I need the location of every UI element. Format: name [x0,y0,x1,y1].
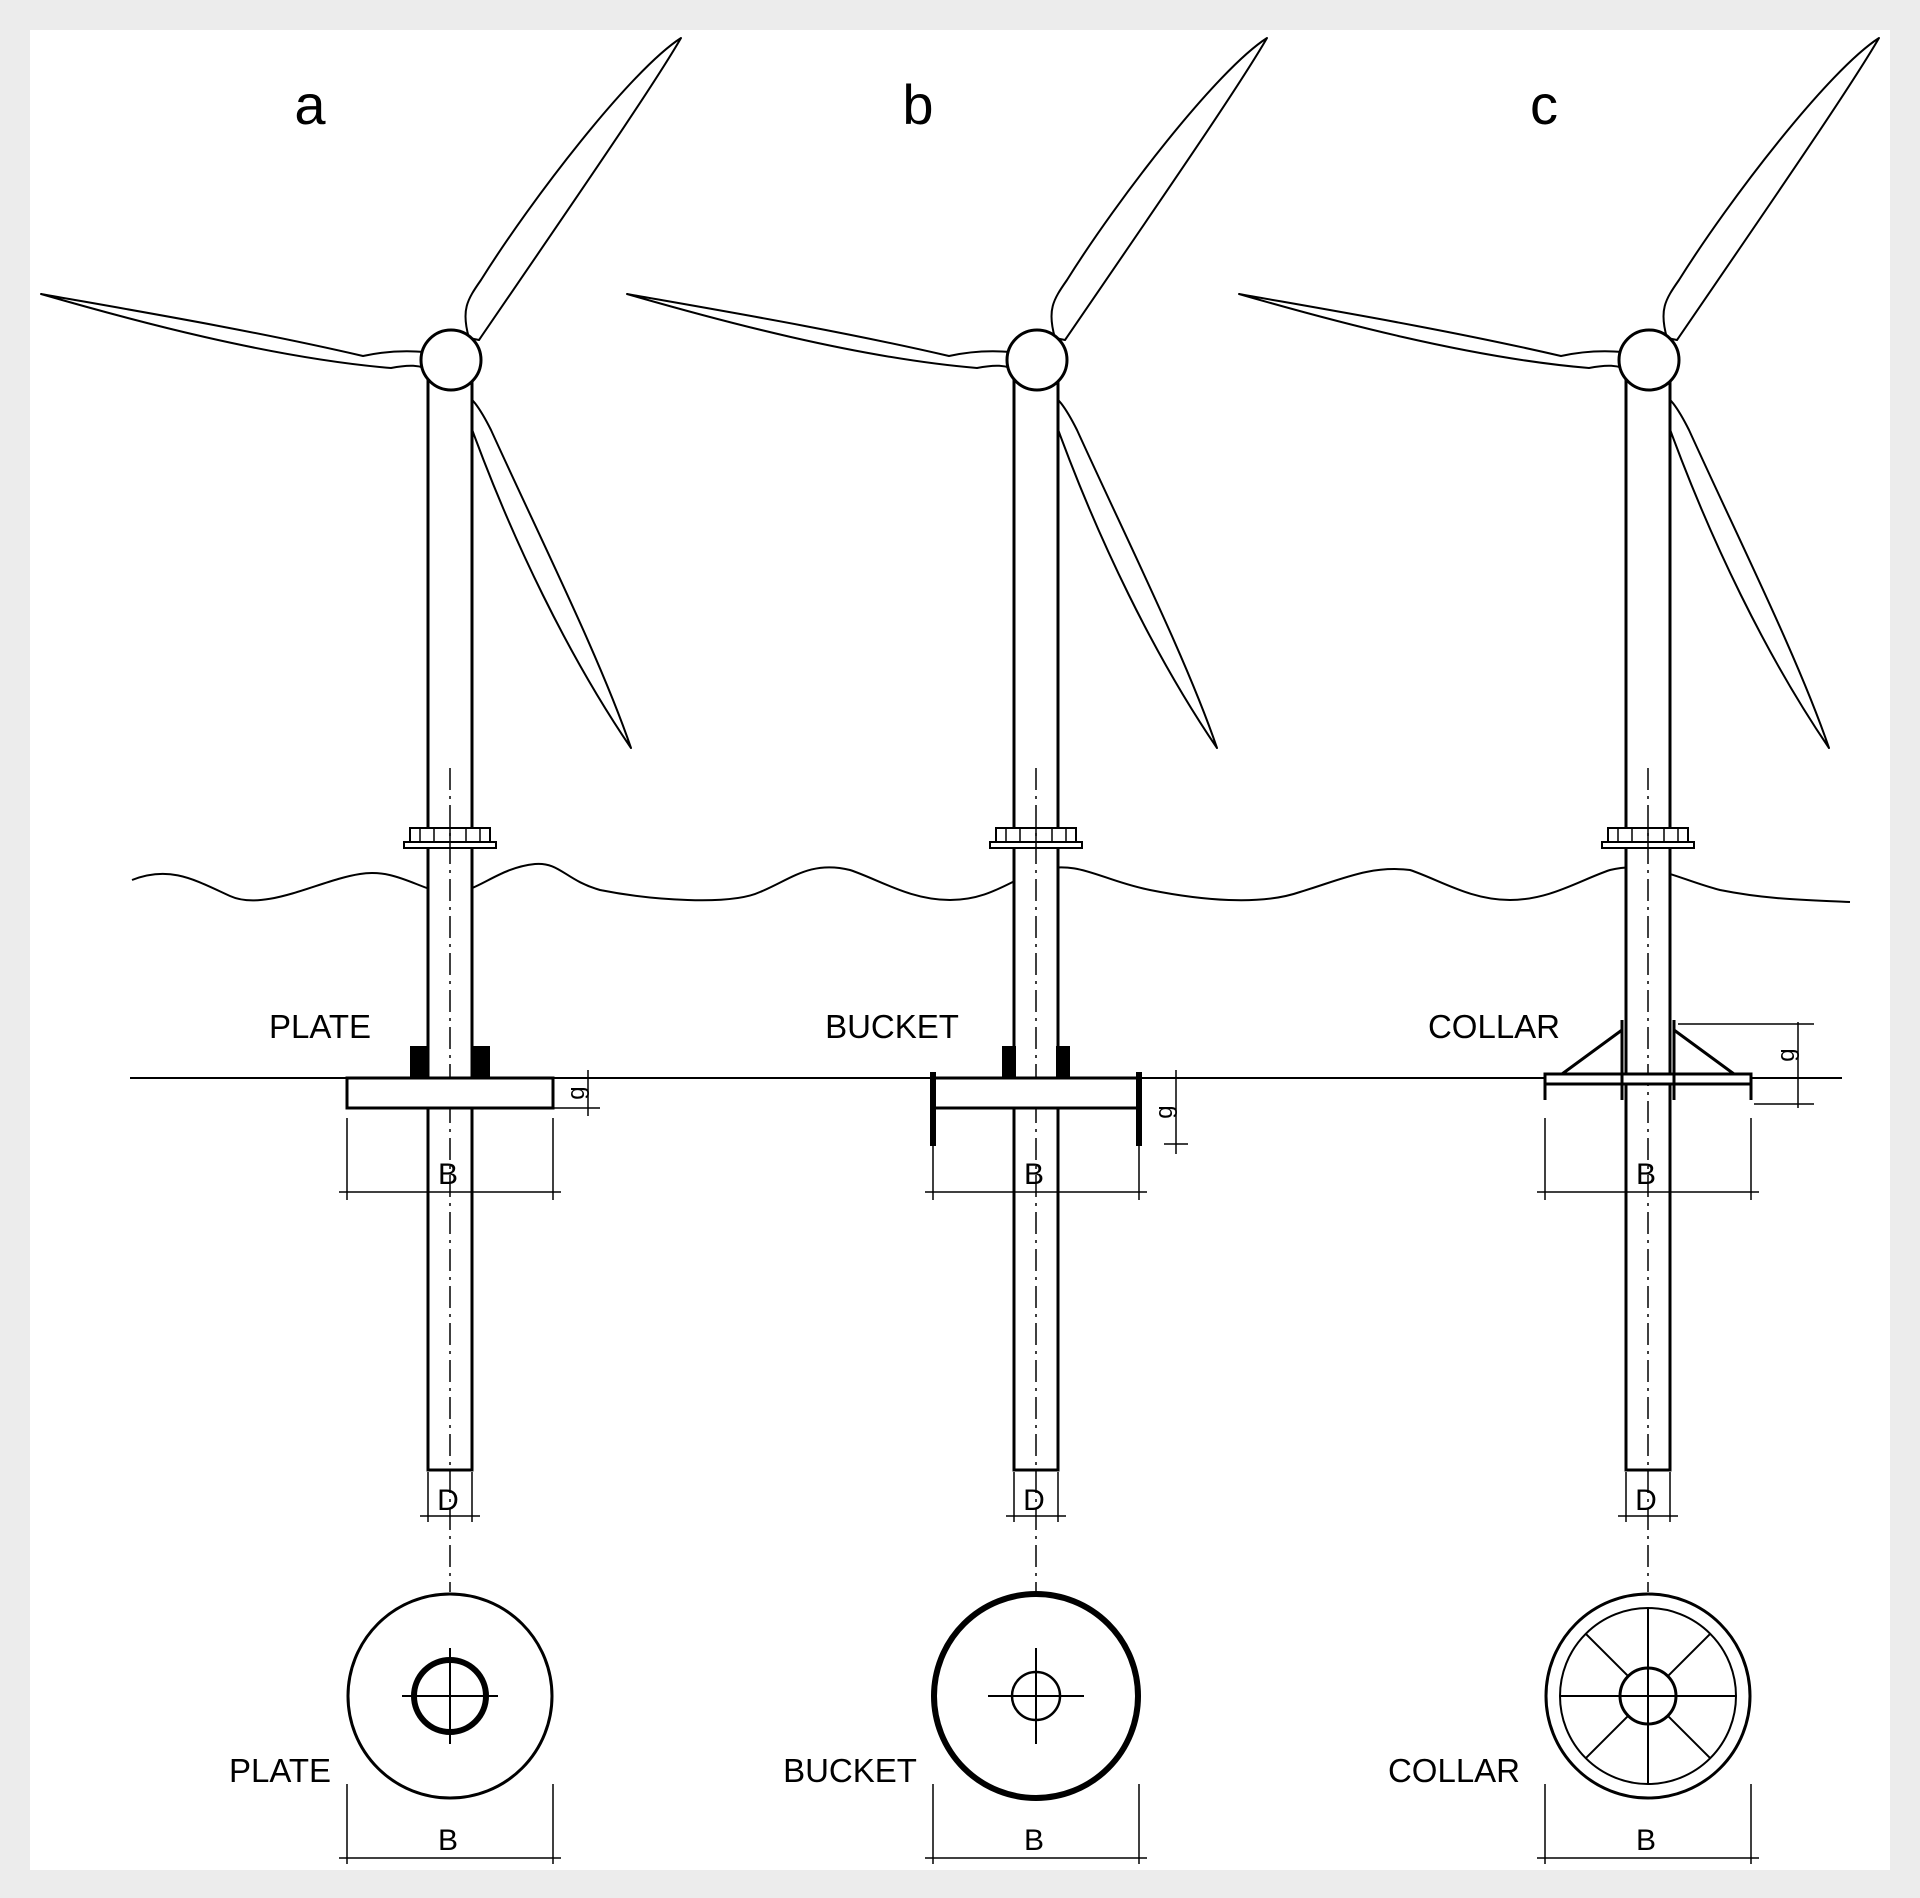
blade-upper [464,37,682,341]
foundation-plan-view-collar [1544,1592,1752,1800]
foundation-elevation-collar [1543,1020,1753,1100]
plan-width-dimension-B: B [339,1784,561,1864]
plan-view-label: COLLAR [1388,1752,1520,1789]
rotor-hub [1617,328,1681,392]
foundation-plan-view-bucket [931,1591,1141,1801]
gap-symbol: g [563,1086,590,1099]
pile-diameter-dimension-D: D [420,1472,480,1522]
foundation-label: COLLAR [1428,1008,1560,1045]
width-symbol: B [1024,1158,1044,1191]
blade-upper [1050,37,1268,341]
gap-symbol: g [1773,1048,1800,1061]
plan-width-symbol: B [438,1824,458,1857]
plan-view-label: PLATE [229,1752,331,1789]
blade-upper [1662,37,1880,341]
blade-left [626,293,1012,369]
gap-dimension-g: g [1151,1070,1188,1154]
rotor-blades [1238,37,1880,749]
drawing-sheet [30,30,1890,1870]
plan-width-symbol: B [1024,1824,1044,1857]
foundation-label: BUCKET [825,1008,959,1045]
plan-width-dimension-B: B [1537,1784,1759,1864]
width-dimension-B: B [1537,1118,1759,1200]
pile-diameter-dimension-D: D [1618,1472,1678,1522]
gap-dimension-g: g [1678,1022,1814,1108]
panel-letter: c [1530,73,1558,136]
blade-left [1238,293,1624,369]
width-symbol: B [438,1158,458,1191]
sea-surface-wave [131,862,1851,903]
foundation-elevation-plate [345,1046,555,1110]
plan-width-dimension-B: B [925,1784,1147,1864]
pile-symbol: D [1635,1484,1657,1517]
foundation-elevation-bucket [930,1046,1142,1146]
rotor-blades [626,37,1268,749]
foundation-plan-view-plate [346,1592,554,1800]
pile-symbol: D [437,1484,459,1517]
blade-left [40,293,426,369]
foundation-label: PLATE [269,1008,371,1045]
width-dimension-B: B [925,1118,1147,1200]
rotor-hub [1005,328,1069,392]
plan-width-symbol: B [1636,1824,1656,1857]
panel-letter: a [294,73,326,136]
gap-dimension-g: g [553,1070,600,1116]
pile-diameter-dimension-D: D [1006,1472,1066,1522]
width-symbol: B [1636,1158,1656,1191]
pile-symbol: D [1023,1484,1045,1517]
plan-view-label: BUCKET [783,1752,917,1789]
rotor-hub [419,328,483,392]
panel-letter: b [902,73,933,136]
gap-symbol: g [1151,1105,1178,1118]
width-dimension-B: B [339,1118,561,1200]
